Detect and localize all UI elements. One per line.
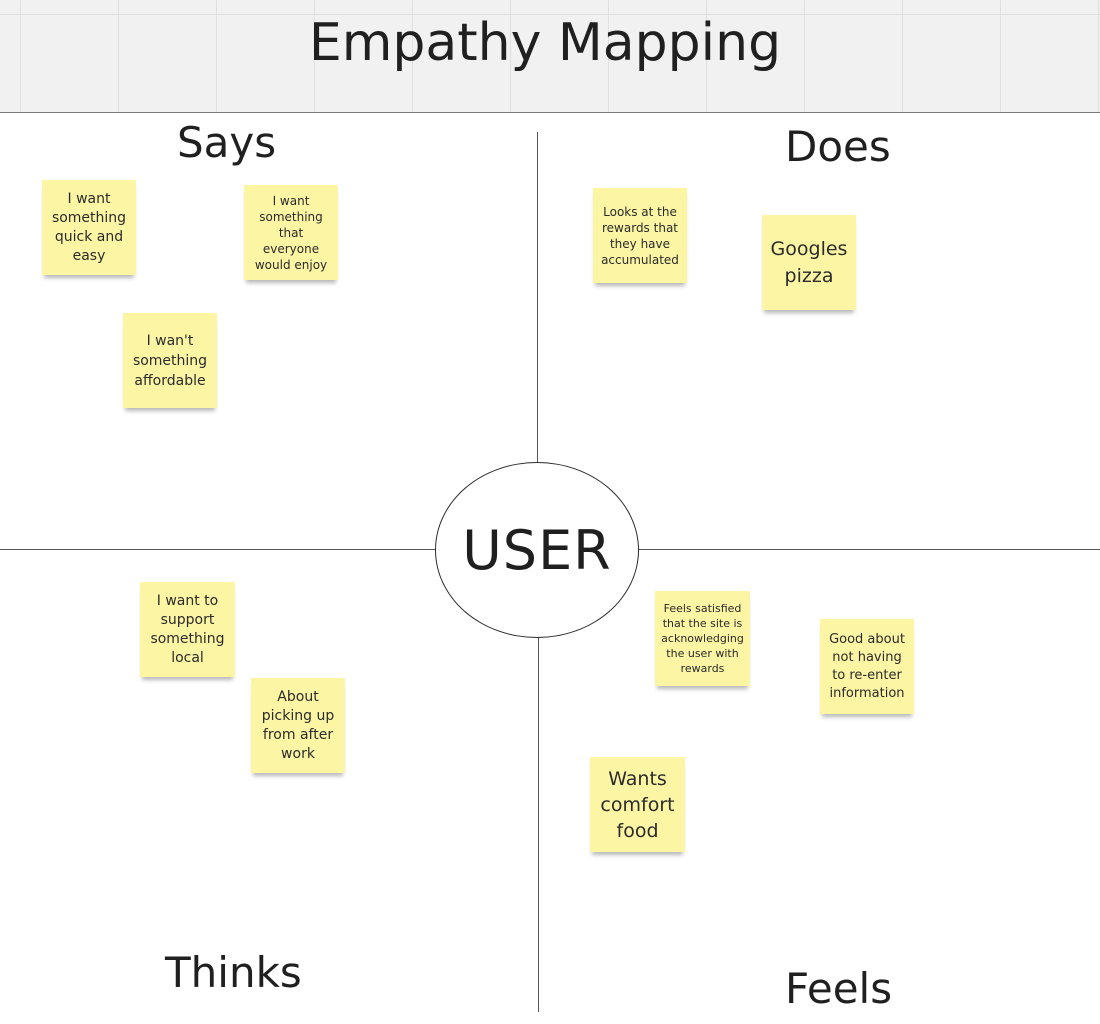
sticky-note-text: About picking up from after work — [261, 688, 335, 762]
sticky-note-text: Googles pizza — [770, 237, 848, 287]
sticky-note-text: I want something quick and easy — [51, 190, 127, 264]
sticky-note[interactable]: Wants comfort food — [590, 757, 685, 852]
user-label: USER — [462, 518, 612, 582]
sticky-note-text: I want to support something local — [150, 592, 225, 666]
quadrant-label-feels: Feels — [785, 964, 893, 1013]
axis-left — [0, 549, 435, 550]
quadrant-label-does: Does — [785, 122, 891, 171]
sticky-note-text: Wants comfort food — [600, 767, 675, 842]
quadrant-label-thinks: Thinks — [165, 948, 302, 997]
sticky-note-text: Looks at the rewards that they have accu… — [601, 204, 679, 267]
axis-top — [537, 132, 538, 462]
sticky-note[interactable]: Feels satisfied that the site is acknowl… — [655, 591, 750, 686]
title-band — [0, 0, 1100, 113]
sticky-note-text: Feels satisfied that the site is acknowl… — [661, 602, 744, 675]
sticky-note-text: I want something that everyone would enj… — [254, 193, 328, 272]
sticky-note[interactable]: Looks at the rewards that they have accu… — [593, 188, 687, 283]
axis-bottom — [538, 638, 539, 1012]
sticky-note[interactable]: About picking up from after work — [251, 678, 345, 773]
page-title: Empathy Mapping — [308, 13, 782, 73]
sticky-note[interactable]: I want something quick and easy — [42, 180, 136, 275]
sticky-note-text: Good about not having to re-enter inform… — [829, 631, 905, 701]
quadrant-label-says: Says — [177, 118, 277, 167]
sticky-note[interactable]: I want something that everyone would enj… — [244, 185, 338, 280]
sticky-note[interactable]: Good about not having to re-enter inform… — [820, 619, 914, 714]
user-ellipse[interactable]: USER — [435, 462, 639, 638]
sticky-note[interactable]: I want to support something local — [140, 582, 235, 677]
sticky-note[interactable]: Googles pizza — [762, 215, 856, 310]
sticky-note[interactable]: I wan't something affordable — [123, 313, 217, 408]
axis-right — [639, 549, 1100, 550]
sticky-note-text: I wan't something affordable — [132, 332, 208, 389]
